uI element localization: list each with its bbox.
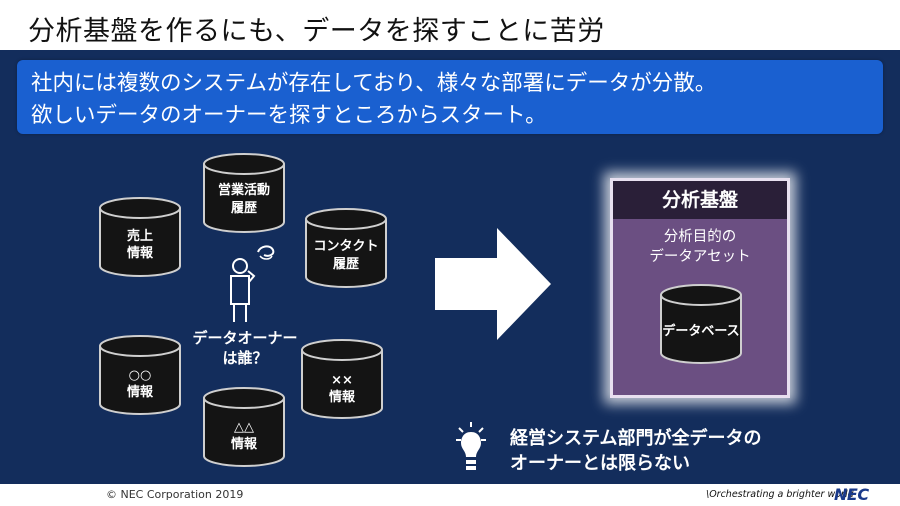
question-line-1: データオーナー [192, 329, 298, 347]
database-contact: コンタクト 履歴 [304, 207, 388, 289]
database-label: 履歴 [332, 257, 359, 272]
database-label: 情報 [126, 385, 153, 400]
note-line-2: オーナーとは限らない [510, 453, 690, 474]
database-label: 情報 [328, 390, 355, 405]
platform-subtitle: 分析目的の データアセット [613, 227, 787, 267]
lightbulb-icon [456, 422, 486, 470]
database-label: 情報 [126, 246, 153, 261]
note-line-1: 経営システム部門が全データの [510, 428, 762, 449]
nec-logo: NEC [834, 485, 869, 504]
database-label: コンタクト [313, 239, 379, 254]
thinking-person-icon [230, 245, 275, 322]
right-arrow-icon [435, 228, 551, 340]
copyright: © NEC Corporation 2019 [106, 488, 244, 501]
database-label: 履歴 [230, 201, 257, 216]
database-icon [301, 339, 383, 419]
database-circle-info: ○○ 情報 [98, 334, 182, 416]
database-label: ○○ [128, 368, 152, 383]
title-bar: 分析基盤を作るにも、データを探すことに苦労 [0, 0, 900, 50]
database-label: △△ [234, 420, 254, 435]
database-cross-info: ×× 情報 [300, 338, 384, 420]
database-icon [99, 197, 181, 277]
database-sales-activity: 営業活動 履歴 [202, 152, 286, 234]
platform-subtitle-line-2: データアセット [649, 249, 751, 265]
platform-database: データベース [659, 283, 743, 365]
database-label: 営業活動 [217, 183, 270, 198]
database-label: 情報 [230, 437, 257, 452]
database-icon [203, 387, 285, 467]
note-text: 経営システム部門が全データの オーナーとは限らない [510, 426, 761, 476]
database-label: 売上 [126, 229, 153, 244]
database-icon [203, 153, 285, 233]
callout-box: 社内には複数のシステムが存在しており、様々な部署にデータが分散。 欲しいデータの… [17, 60, 883, 134]
callout-line-2: 欲しいデータのオーナーを探すところからスタート。 [31, 103, 547, 128]
page-title: 分析基盤を作るにも、データを探すことに苦労 [28, 16, 605, 47]
database-icon [305, 208, 387, 288]
analytics-platform: 分析基盤 分析目的の データアセット データベース [610, 178, 790, 398]
platform-subtitle-line-1: 分析目的の [663, 229, 737, 245]
database-icon [660, 284, 742, 364]
database-label: ×× [331, 373, 353, 388]
callout-line-1: 社内には複数のシステムが存在しており、様々な部署にデータが分散。 [31, 71, 717, 96]
footer: © NEC Corporation 2019 \Orchestrating a … [0, 484, 900, 506]
question-text: データオーナー は誰？ [170, 328, 320, 368]
database-label: データベース [662, 324, 740, 339]
database-sales: 売上 情報 [98, 196, 182, 278]
database-triangle-info: △△ 情報 [202, 386, 286, 468]
database-icon [99, 335, 181, 415]
platform-title: 分析基盤 [613, 181, 787, 219]
tagline: \Orchestrating a brighter world [706, 489, 854, 500]
question-line-2: は誰？ [222, 349, 268, 367]
